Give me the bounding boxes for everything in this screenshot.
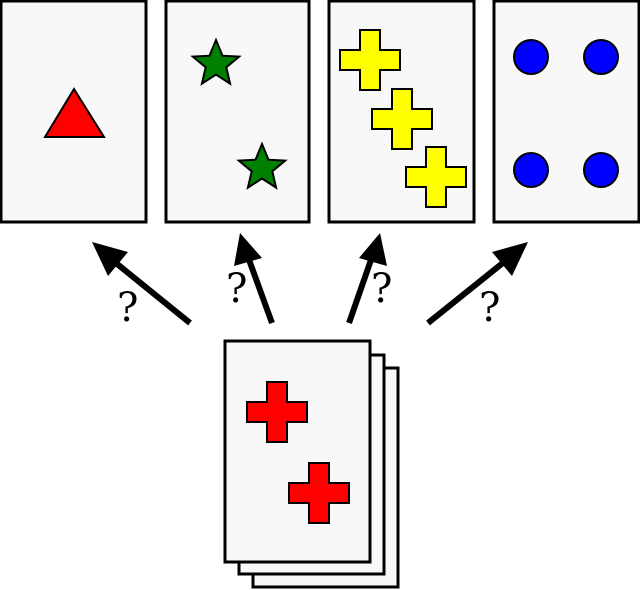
question-mark: ? <box>117 285 139 331</box>
triangle-icon <box>43 87 106 138</box>
arrow-icon <box>92 242 192 326</box>
arrows <box>92 233 528 326</box>
card-frame <box>223 339 372 564</box>
circle-icon <box>583 39 619 75</box>
arrow-icon <box>234 233 275 325</box>
key-card-4[interactable] <box>492 0 640 224</box>
stimulus-card[interactable] <box>223 339 372 564</box>
circle-icon <box>583 152 619 188</box>
arrow-icon <box>346 233 387 324</box>
question-mark: ? <box>479 285 501 331</box>
stimulus-deck[interactable] <box>223 339 400 589</box>
key-card-2[interactable] <box>164 0 311 224</box>
circle-icon <box>513 39 549 75</box>
card-frame <box>492 0 640 224</box>
key-card-1[interactable] <box>0 0 148 224</box>
card-frame <box>164 0 311 224</box>
question-mark: ? <box>371 266 393 312</box>
key-card-3[interactable] <box>327 0 476 224</box>
question-mark: ? <box>226 266 248 312</box>
arrow-icon <box>426 242 528 326</box>
circle-icon <box>513 152 549 188</box>
